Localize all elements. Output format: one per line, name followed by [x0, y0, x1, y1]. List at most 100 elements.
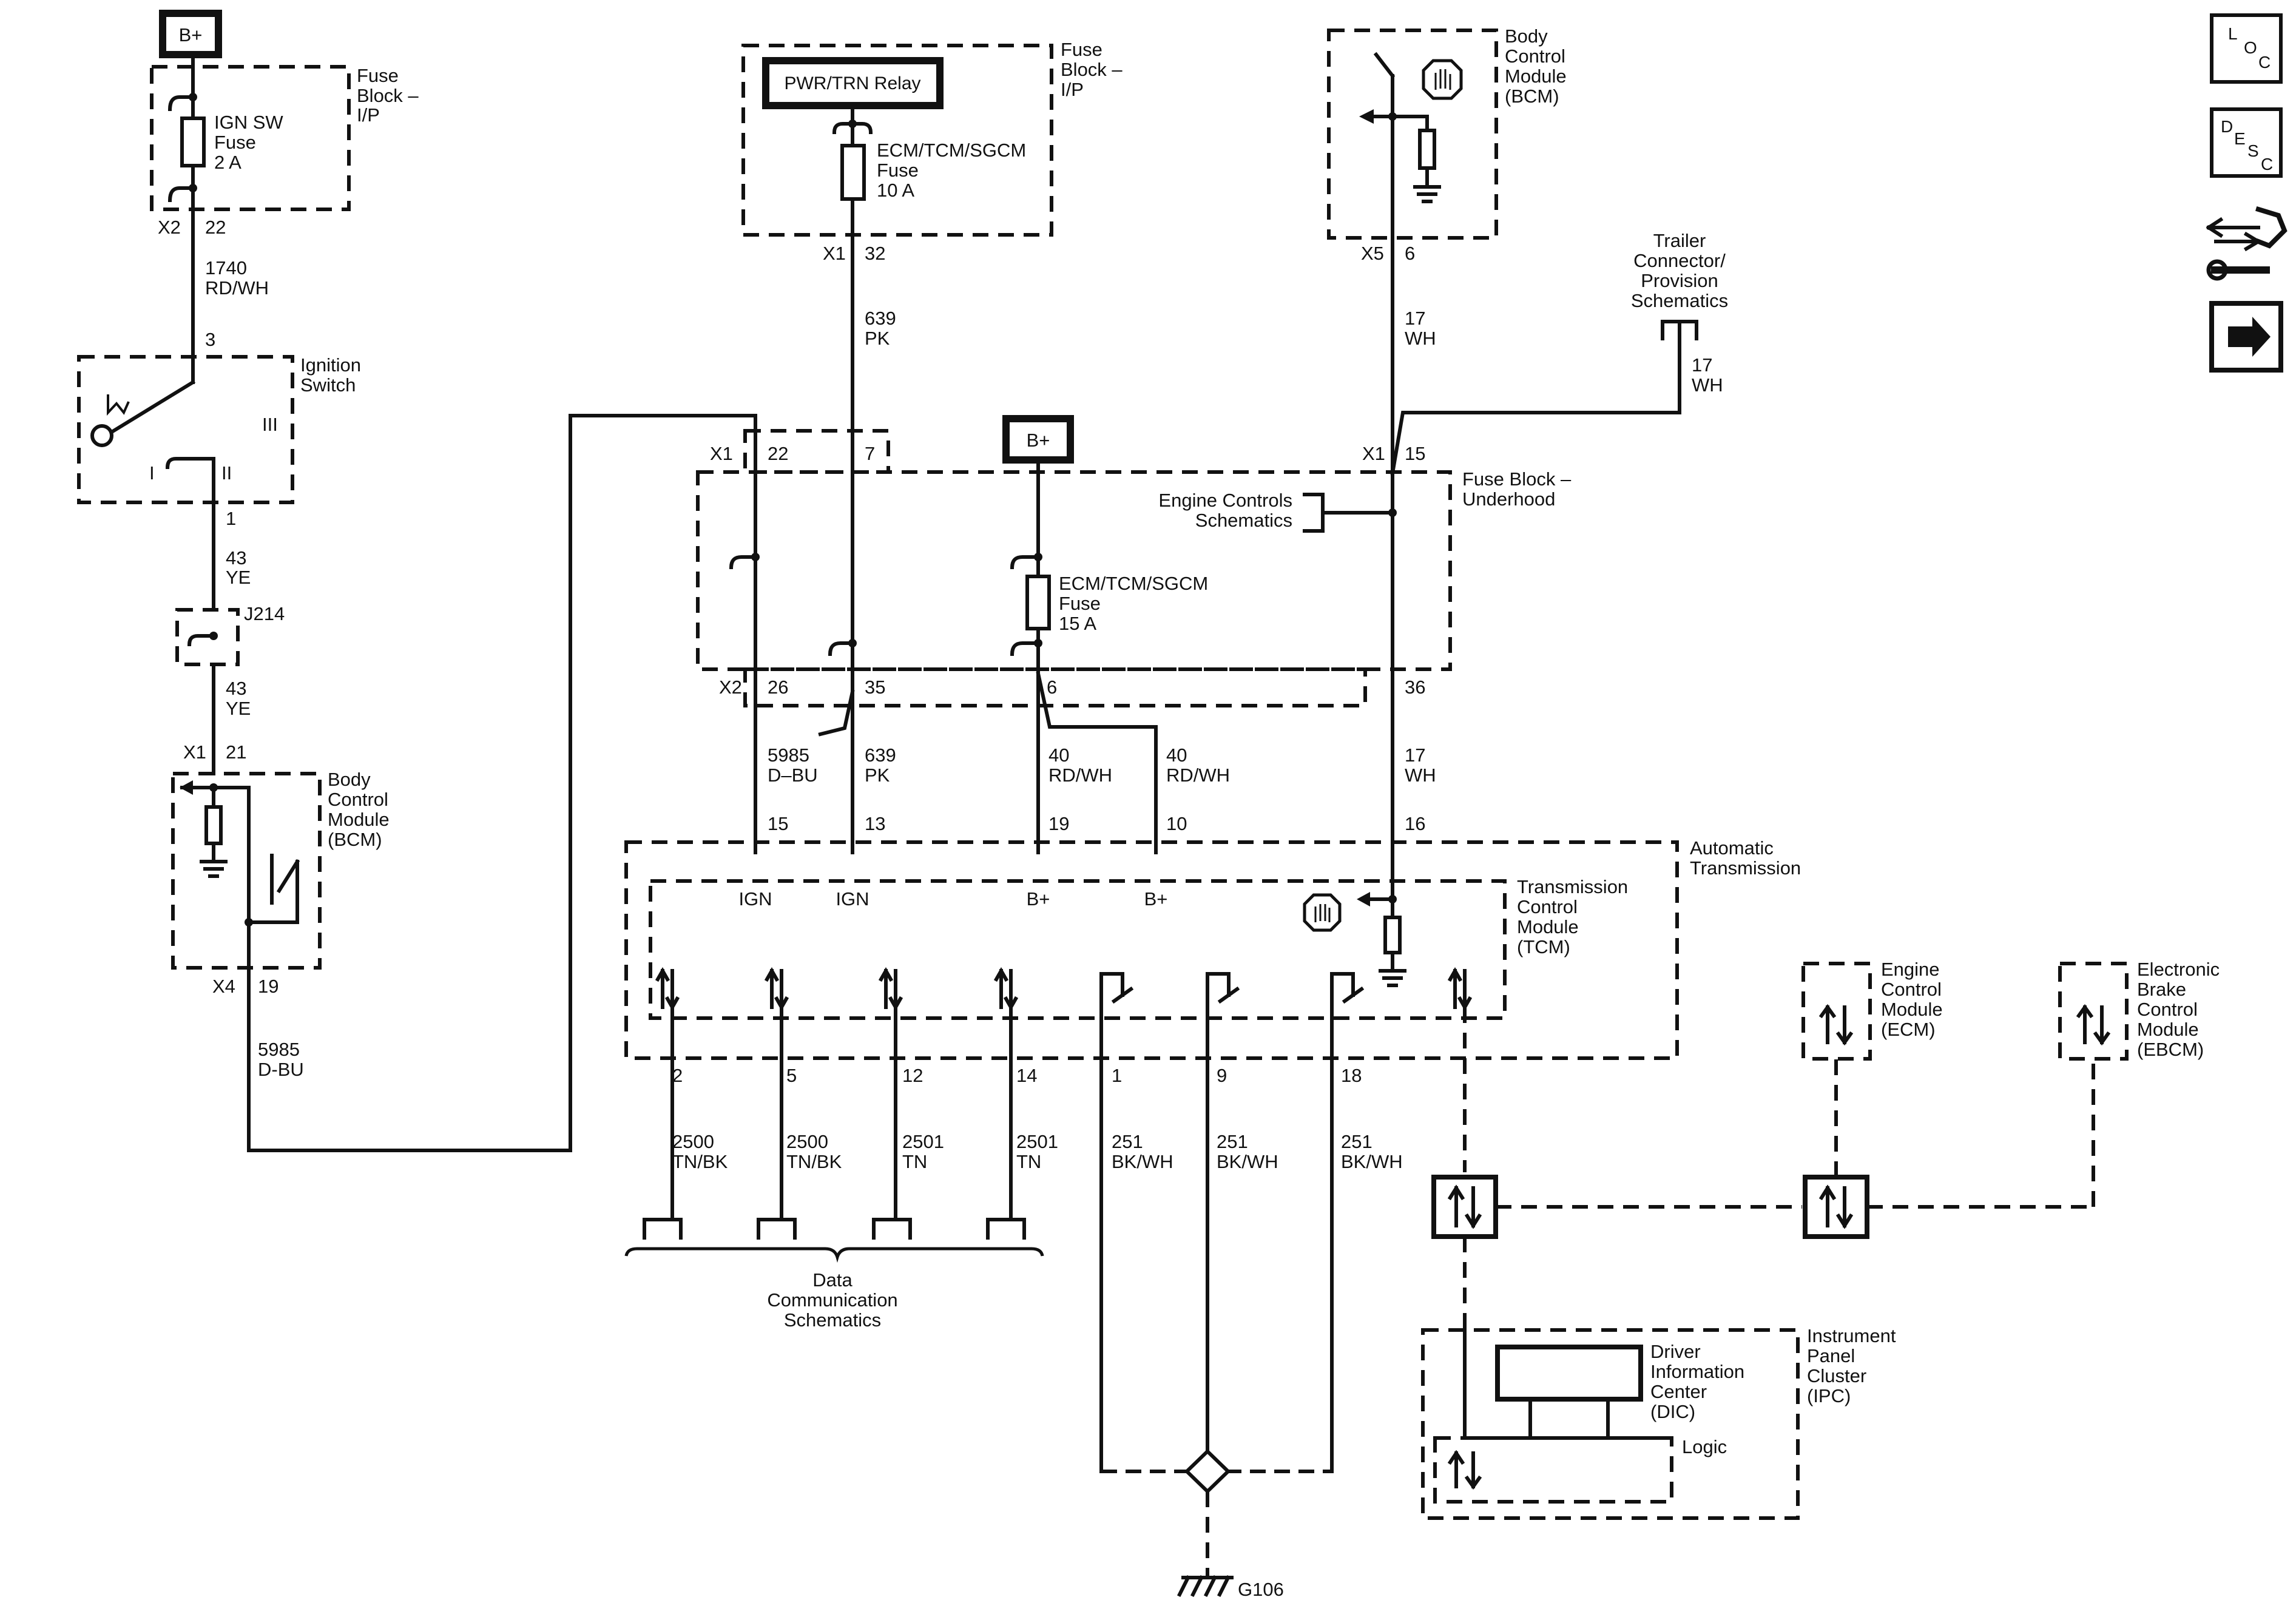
svg-text:251: 251	[1112, 1131, 1143, 1152]
svg-text:X1: X1	[823, 243, 846, 264]
svg-text:Cluster: Cluster	[1807, 1365, 1866, 1386]
svg-text:BK/WH: BK/WH	[1112, 1151, 1173, 1172]
svg-text:Center: Center	[1650, 1381, 1707, 1402]
splice-pack-2	[1803, 1175, 1869, 1239]
svg-text:43: 43	[226, 547, 246, 569]
svg-text:32: 32	[865, 243, 885, 264]
connector-tool-icon[interactable]	[2206, 206, 2288, 281]
svg-text:16: 16	[1405, 813, 1425, 834]
ecm-module: Engine Control Module (ECM)	[1801, 959, 1943, 1061]
svg-text:X2: X2	[719, 677, 742, 698]
svg-text:TN: TN	[902, 1151, 927, 1172]
svg-text:5985: 5985	[768, 744, 809, 766]
svg-text:S: S	[2247, 141, 2259, 160]
svg-text:1740: 1740	[205, 257, 247, 279]
svg-text:5: 5	[786, 1065, 797, 1086]
next-arrow-button[interactable]	[2209, 301, 2283, 373]
svg-text:(BCM): (BCM)	[1505, 86, 1559, 107]
bplus-label: B+	[179, 24, 203, 46]
svg-text:Engine: Engine	[1881, 959, 1940, 980]
svg-text:IGN: IGN	[836, 888, 869, 910]
svg-text:Automatic: Automatic	[1690, 837, 1774, 859]
svg-text:PK: PK	[865, 328, 890, 349]
svg-text:2: 2	[672, 1065, 683, 1086]
svg-text:J214: J214	[244, 603, 285, 624]
svg-text:22: 22	[768, 443, 788, 464]
svg-text:Module: Module	[2137, 1019, 2199, 1040]
svg-text:Transmission: Transmission	[1690, 857, 1801, 879]
svg-text:1: 1	[1112, 1065, 1122, 1086]
svg-text:Switch: Switch	[300, 374, 356, 396]
svg-text:Instrument: Instrument	[1807, 1325, 1896, 1346]
svg-text:Information: Information	[1650, 1361, 1744, 1382]
fuse-ign-sw	[180, 116, 206, 167]
svg-text:22: 22	[205, 217, 226, 238]
svg-text:Schematics: Schematics	[1631, 290, 1728, 311]
svg-text:26: 26	[768, 677, 788, 698]
svg-text:21: 21	[226, 741, 246, 763]
svg-text:17: 17	[1405, 308, 1425, 329]
svg-text:O: O	[2244, 38, 2257, 57]
svg-text:TN/BK: TN/BK	[786, 1151, 842, 1172]
svg-text:C: C	[2261, 155, 2273, 174]
svg-text:Module: Module	[328, 809, 390, 830]
svg-text:2500: 2500	[786, 1131, 828, 1152]
svg-text:6: 6	[1047, 677, 1057, 698]
desc-button[interactable]: D E S C	[2210, 107, 2283, 178]
svg-text:Electronic: Electronic	[2137, 959, 2220, 980]
svg-text:(BCM): (BCM)	[328, 829, 382, 850]
svg-text:Block –: Block –	[1061, 59, 1123, 80]
svg-text:Transmission: Transmission	[1517, 876, 1628, 897]
svg-text:III: III	[262, 414, 278, 435]
svg-text:Data: Data	[812, 1269, 853, 1291]
svg-text:II: II	[221, 462, 232, 484]
trailer-connector-schematics-ref: Trailer Connector/ Provision Schematics	[1631, 230, 1728, 340]
svg-text:RD/WH: RD/WH	[1166, 765, 1230, 786]
svg-text:Fuse: Fuse	[214, 132, 256, 153]
loc-button[interactable]: L O C	[2210, 13, 2283, 84]
svg-text:Fuse: Fuse	[877, 160, 919, 181]
svg-text:Fuse: Fuse	[1061, 39, 1102, 60]
svg-text:Module: Module	[1505, 66, 1567, 87]
svg-text:Panel: Panel	[1807, 1345, 1855, 1366]
ignition-switch: Ignition Switch III I II	[77, 354, 361, 504]
fuse-block-underhood: Fuse Block – Underhood X1 22 7 X1 15 ECM…	[696, 429, 1572, 707]
svg-text:L: L	[2228, 24, 2238, 43]
svg-text:10: 10	[1166, 813, 1187, 834]
fuse-block-ip-left: Fuse Block – I/P IGN SW Fuse 2 A	[150, 65, 419, 211]
svg-text:(TCM): (TCM)	[1517, 936, 1570, 957]
ebcm-module: Electronic Brake Control Module (EBCM)	[2058, 959, 2220, 1061]
svg-text:19: 19	[1048, 813, 1069, 834]
fuse-ecm-tcm-sgcm-15a	[1025, 575, 1051, 630]
svg-text:RD/WH: RD/WH	[205, 277, 269, 299]
svg-text:Schematics: Schematics	[784, 1309, 881, 1331]
svg-text:Module: Module	[1881, 999, 1943, 1020]
svg-text:YE: YE	[226, 567, 251, 588]
fuse-block-ip-mid: Fuse Block – I/P PWR/TRN Relay ECM/TCM/S…	[741, 39, 1123, 237]
svg-text:YE: YE	[226, 698, 251, 719]
svg-text:17: 17	[1405, 744, 1425, 766]
svg-text:9: 9	[1217, 1065, 1227, 1086]
svg-text:ECM/TCM/SGCM: ECM/TCM/SGCM	[1059, 573, 1208, 594]
svg-text:X1: X1	[710, 443, 733, 464]
tcm-module: Transmission Control Module (TCM) IGN IG…	[649, 876, 1628, 1020]
svg-text:RD/WH: RD/WH	[1048, 765, 1112, 786]
svg-text:TN/BK: TN/BK	[672, 1151, 728, 1172]
svg-text:40: 40	[1166, 744, 1187, 766]
svg-text:3: 3	[205, 329, 215, 350]
svg-text:PWR/TRN Relay: PWR/TRN Relay	[784, 73, 920, 93]
svg-text:Driver: Driver	[1650, 1341, 1701, 1362]
svg-text:WH: WH	[1405, 328, 1436, 349]
svg-text:19: 19	[258, 976, 279, 997]
svg-text:X1: X1	[183, 741, 206, 763]
svg-text:E: E	[2234, 129, 2246, 148]
svg-text:Ignition: Ignition	[300, 354, 361, 376]
bplus-terminal-left: B+	[159, 10, 222, 58]
splice-pack-1	[1431, 1175, 1498, 1239]
svg-text:(ECM): (ECM)	[1881, 1019, 1936, 1040]
bplus-terminal-mid: B+	[1002, 415, 1074, 464]
svg-text:I: I	[149, 462, 155, 484]
svg-text:18: 18	[1341, 1065, 1362, 1086]
svg-text:D–BU: D–BU	[768, 765, 818, 786]
